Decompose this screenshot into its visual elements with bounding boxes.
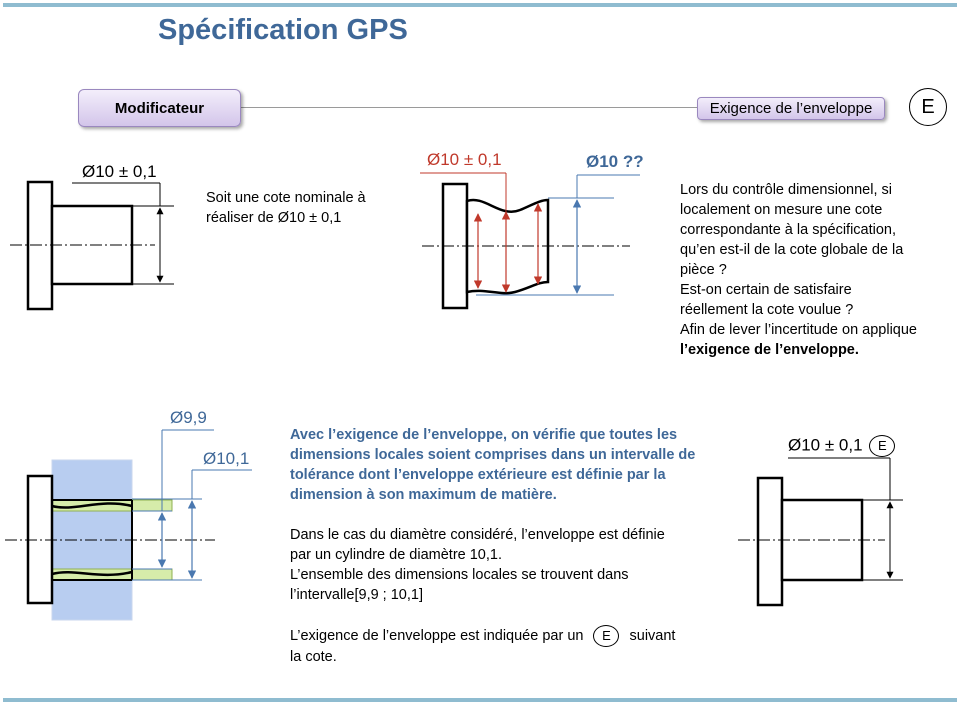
max-dimension-label: Ø10,1 [203, 449, 250, 468]
part-drawing-envelope [5, 429, 252, 621]
page-title: Spécification GPS [158, 14, 408, 46]
question-line: Lors du contrôle dimensionnel, si [680, 182, 892, 198]
local-dimension-label: Ø10 ± 0,1 [427, 150, 502, 169]
envelope-symbol-icon: E [593, 625, 620, 647]
envelope-symbol-icon: E [869, 435, 896, 457]
envelope-symbol-icon: E [909, 88, 947, 126]
connector-line [241, 107, 697, 108]
explanation-line: dimension à son maximum de matière. [290, 487, 557, 503]
question-line: Est-on certain de satisfaire [680, 282, 852, 298]
nominal-dimension-label: Ø10 ± 0,1 [82, 162, 157, 181]
closing-before: L’exigence de l’enveloppe est indiquée p… [290, 627, 584, 644]
min-dimension-label: Ø9,9 [170, 408, 207, 427]
question-line: pièce ? [680, 262, 727, 278]
closing-line: la cote. [290, 649, 337, 665]
part-drawing-nominal [10, 180, 174, 311]
top-border [3, 3, 957, 7]
envelope-explanation: Avec l’exigence de l’enveloppe, on vérif… [290, 425, 695, 505]
question-line: localement on mesure une cote [680, 202, 883, 218]
specified-dimension-label: Ø10 ± 0,1 [788, 435, 863, 455]
explanation-line: Avec l’exigence de l’enveloppe, on vérif… [290, 427, 678, 443]
intro-line: Soit une cote nominale à [206, 190, 366, 206]
modifier-button[interactable]: Modificateur [78, 89, 241, 127]
closing-after: suivant [629, 627, 676, 644]
intro-line: réaliser de Ø10 ± 0,1 [206, 210, 342, 226]
intro-text: Soit une cote nominale à réaliser de Ø10… [206, 188, 366, 228]
global-dimension-label: Ø10 ?? [586, 152, 644, 171]
question-line-bold: l’exigence de l’enveloppe. [680, 342, 859, 358]
detail-line: par un cylindre de diamètre 10,1. [290, 547, 502, 563]
question-line: réellement la cote voulue ? [680, 302, 854, 318]
part-drawing-deformed [420, 172, 640, 310]
detail-line: L’ensemble des dimensions locales se tro… [290, 567, 629, 583]
closing-text: L’exigence de l’enveloppe est indiquée p… [290, 625, 675, 667]
bottom-border [3, 698, 957, 702]
part-drawing-specified [738, 457, 903, 607]
envelope-requirement-button[interactable]: Exigence de l’enveloppe [697, 97, 885, 120]
explanation-line: tolérance dont l’enveloppe extérieure es… [290, 467, 666, 483]
question-line: Afin de lever l’incertitude on applique [680, 322, 917, 338]
envelope-detail-text: Dans le cas du diamètre considéré, l’env… [290, 525, 665, 605]
specified-dimension: Ø10 ± 0,1 E [788, 435, 896, 457]
closing-line: L’exigence de l’enveloppe est indiquée p… [290, 625, 675, 647]
explanation-line: dimensions locales soient comprises dans… [290, 447, 696, 463]
detail-line: l’intervalle[9,9 ; 10,1] [290, 587, 423, 603]
question-text: Lors du contrôle dimensionnel, si locale… [680, 180, 917, 360]
question-line: correspondante à la spécification, [680, 222, 897, 238]
detail-line: Dans le cas du diamètre considéré, l’env… [290, 527, 665, 543]
question-line: qu’en est-il de la cote globale de la [680, 242, 904, 258]
